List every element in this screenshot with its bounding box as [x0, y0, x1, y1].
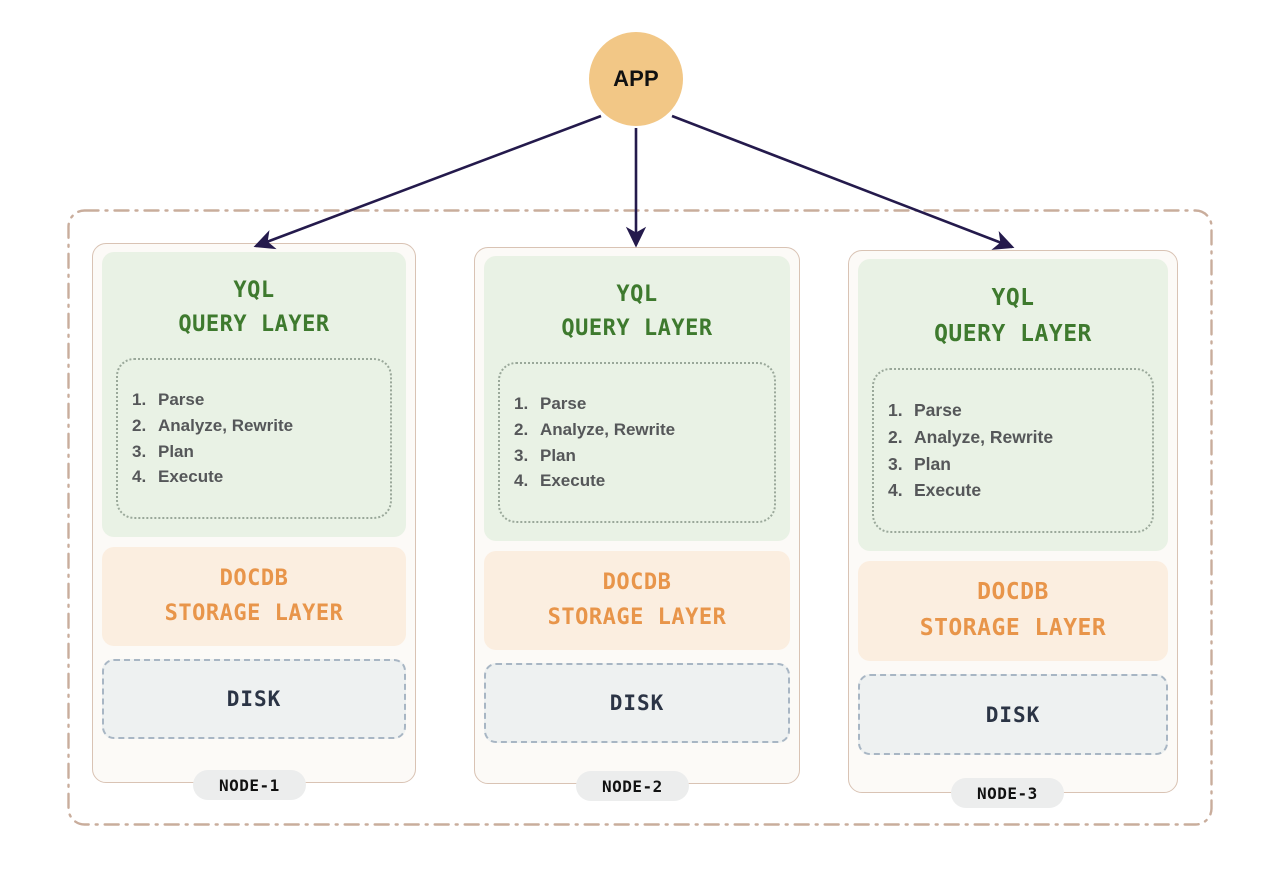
node-3-yql-title: YQL QUERY LAYER — [934, 285, 1092, 347]
list-item: Analyze, Rewrite — [514, 417, 676, 443]
node-2-contents: YQL QUERY LAYER Parse Analyze, Rewrite P… — [475, 248, 799, 783]
node-2-docdb-storage-layer[interactable]: DOCDB STORAGE LAYER — [484, 551, 790, 650]
node-badge-3-label: NODE-3 — [977, 783, 1038, 803]
node-1-disk[interactable]: DISK — [102, 659, 406, 739]
list-item: Analyze, Rewrite — [132, 413, 294, 439]
list-item: Parse — [888, 397, 962, 423]
list-item: Analyze, Rewrite — [888, 424, 1054, 450]
list-item: Plan — [132, 439, 194, 465]
list-item: Plan — [888, 451, 951, 477]
node-badge-2: NODE-2 — [576, 771, 689, 801]
node-2-query-steps-list: Parse Analyze, Rewrite Plan Execute — [514, 391, 675, 494]
node-1-docdb-storage-layer[interactable]: DOCDB STORAGE LAYER — [102, 547, 406, 646]
node-1-docdb-title: DOCDB STORAGE LAYER — [164, 566, 344, 626]
node-1-yql-title: YQL QUERY LAYER — [178, 278, 330, 338]
node-card-1[interactable]: YQL QUERY LAYER Parse Analyze, Rewrite P… — [92, 243, 416, 783]
list-item: Plan — [514, 443, 576, 469]
node-1-yql-query-layer[interactable]: YQL QUERY LAYER Parse Analyze, Rewrite P… — [102, 252, 406, 537]
node-3-docdb-storage-layer[interactable]: DOCDB STORAGE LAYER — [858, 561, 1168, 661]
node-3-query-steps-list: Parse Analyze, Rewrite Plan Execute — [888, 397, 1053, 503]
node-3-query-steps-box: Parse Analyze, Rewrite Plan Execute — [872, 368, 1154, 533]
list-item: Execute — [888, 477, 982, 503]
node-3-contents: YQL QUERY LAYER Parse Analyze, Rewrite P… — [849, 251, 1177, 792]
node-1-disk-title: DISK — [226, 687, 282, 711]
list-item: Execute — [132, 464, 224, 490]
cluster-boundary — [67, 209, 1213, 826]
node-1-query-steps-box: Parse Analyze, Rewrite Plan Execute — [116, 358, 392, 519]
app-label: APP — [613, 66, 659, 91]
node-badge-1: NODE-1 — [193, 770, 306, 800]
node-2-disk[interactable]: DISK — [484, 663, 790, 743]
node-1-contents: YQL QUERY LAYER Parse Analyze, Rewrite P… — [93, 244, 415, 782]
node-badge-3: NODE-3 — [951, 778, 1064, 808]
node-2-query-steps-box: Parse Analyze, Rewrite Plan Execute — [498, 362, 776, 523]
list-item: Execute — [514, 468, 606, 494]
list-item: Parse — [132, 387, 205, 413]
node-3-disk[interactable]: DISK — [858, 674, 1168, 755]
node-badge-1-label: NODE-1 — [219, 775, 280, 795]
node-card-2[interactable]: YQL QUERY LAYER Parse Analyze, Rewrite P… — [474, 247, 800, 784]
node-2-docdb-title: DOCDB STORAGE LAYER — [547, 570, 727, 630]
node-card-3[interactable]: YQL QUERY LAYER Parse Analyze, Rewrite P… — [848, 250, 1178, 793]
node-3-docdb-title: DOCDB STORAGE LAYER — [919, 579, 1107, 641]
node-2-disk-title: DISK — [609, 691, 665, 715]
app-client-node[interactable]: APP — [589, 32, 683, 126]
list-item: Parse — [514, 391, 587, 417]
node-badge-2-label: NODE-2 — [602, 776, 663, 796]
node-2-yql-title: YQL QUERY LAYER — [561, 282, 713, 342]
node-1-query-steps-list: Parse Analyze, Rewrite Plan Execute — [132, 387, 293, 490]
node-2-yql-query-layer[interactable]: YQL QUERY LAYER Parse Analyze, Rewrite P… — [484, 256, 790, 541]
node-3-disk-title: DISK — [985, 702, 1041, 727]
node-3-yql-query-layer[interactable]: YQL QUERY LAYER Parse Analyze, Rewrite P… — [858, 259, 1168, 551]
